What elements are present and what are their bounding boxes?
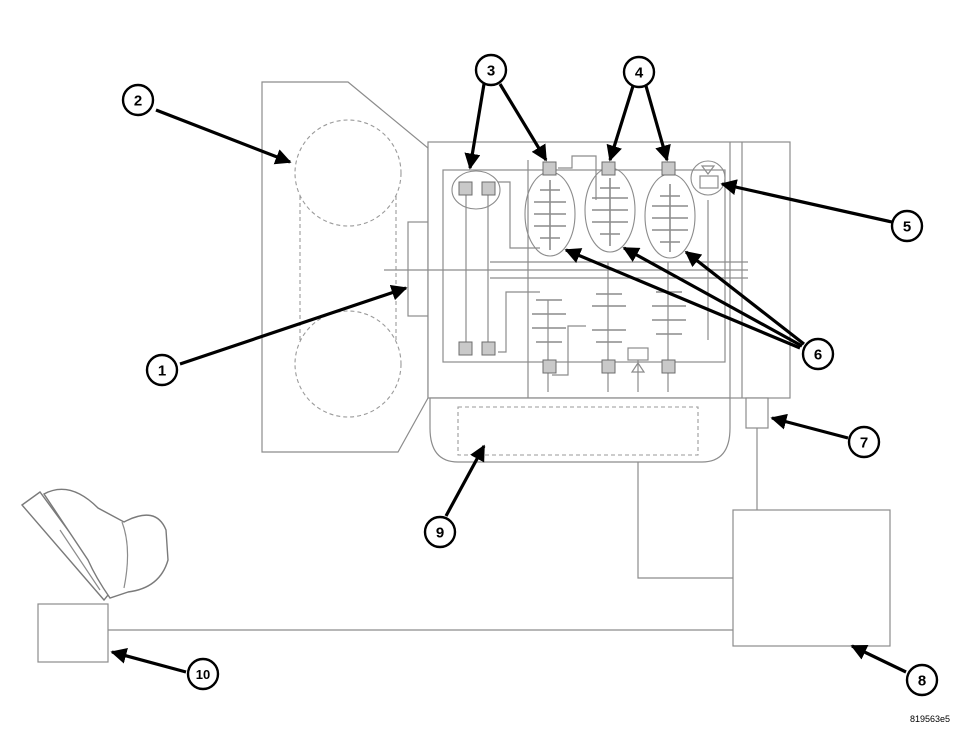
leader-6a <box>564 248 801 350</box>
callout-1: 1 <box>145 353 179 387</box>
leader-5 <box>720 179 893 224</box>
callout-4: 4 <box>622 55 656 89</box>
callout-7: 7 <box>847 425 881 459</box>
callout-1-label: 1 <box>158 363 166 380</box>
callout-7-label: 7 <box>860 435 868 452</box>
leader-lines <box>110 83 907 674</box>
converter-housing <box>261 81 429 453</box>
leader-4b <box>644 85 671 162</box>
leader-7 <box>770 413 849 440</box>
leader-8 <box>850 644 907 674</box>
control-module <box>732 509 891 647</box>
clutch-elements <box>451 161 676 374</box>
callout-10-label: 10 <box>196 667 210 682</box>
one-way-clutches <box>627 160 726 392</box>
leader-3a <box>464 83 486 170</box>
transmission-case <box>384 141 791 399</box>
leader-6b <box>622 246 803 348</box>
callout-10: 10 <box>186 657 220 691</box>
leader-3b <box>498 83 548 162</box>
callout-9: 9 <box>423 515 457 549</box>
leader-4a <box>606 85 635 162</box>
callout-2-label: 2 <box>134 93 142 110</box>
oil-pan <box>429 397 731 463</box>
callout-8: 8 <box>905 663 939 697</box>
callout-5: 5 <box>890 209 924 243</box>
leader-1 <box>179 285 408 366</box>
callout-3: 3 <box>474 53 508 87</box>
callout-4-label: 4 <box>635 65 644 82</box>
callout-2: 2 <box>121 83 155 117</box>
wiring <box>108 428 758 631</box>
planetary-gearsets-upper <box>524 167 696 259</box>
callout-3-label: 3 <box>487 63 495 80</box>
planetary-gearsets-lower <box>532 291 686 343</box>
leader-10 <box>110 648 187 674</box>
callout-5-label: 5 <box>903 219 911 236</box>
pedal-unit <box>20 488 169 663</box>
leader-6c <box>684 250 805 346</box>
callout-9-label: 9 <box>436 525 444 542</box>
callout-6-label: 6 <box>814 347 822 364</box>
image-code: 819563e5 <box>910 714 950 724</box>
leader-9 <box>444 444 486 517</box>
output-sensor <box>745 397 769 429</box>
callout-8-label: 8 <box>918 673 926 690</box>
leader-2 <box>155 108 292 165</box>
callout-6: 6 <box>801 337 835 371</box>
